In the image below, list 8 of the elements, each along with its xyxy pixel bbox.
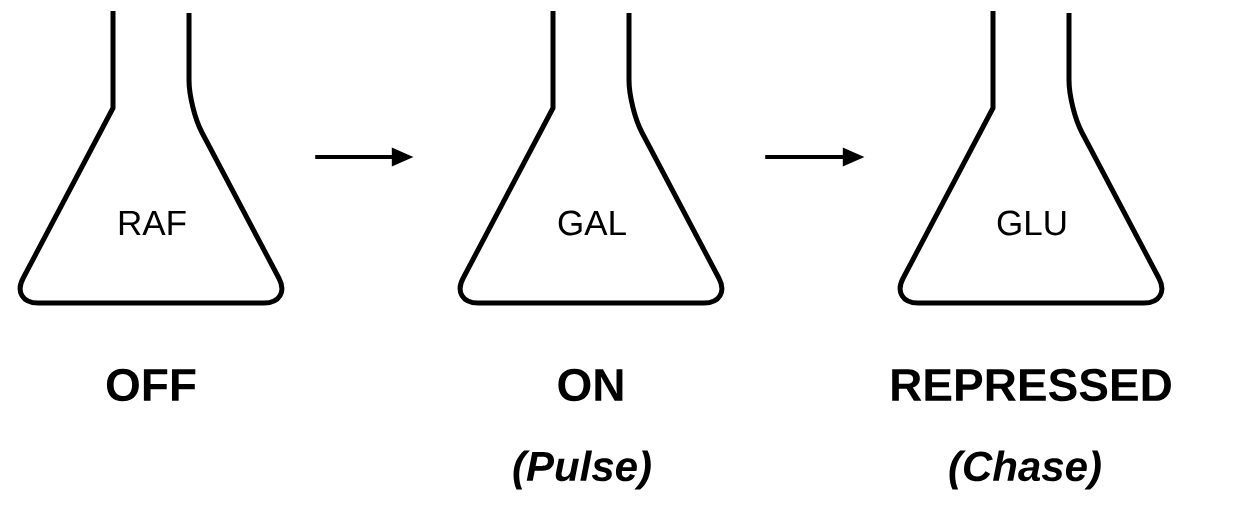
phase-label: (Pulse)	[513, 450, 651, 490]
phase-label: (Chase)	[949, 450, 1101, 490]
state-label: ON	[558, 368, 623, 402]
flask-drawing: RAF	[18, 11, 285, 306]
flask-drawing: GLU	[898, 11, 1165, 306]
state-label: REPRESSED	[892, 368, 1171, 402]
state-label: OFF	[106, 368, 196, 402]
flask-drawing: GAL	[458, 11, 725, 306]
